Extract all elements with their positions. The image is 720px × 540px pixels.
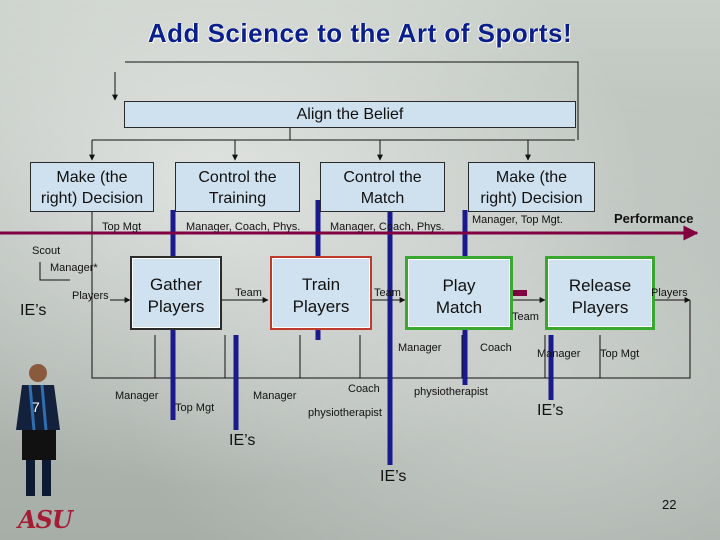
process-gather: Gather Players [130,256,222,330]
decision-line2: right) Decision [40,190,144,207]
decision-sub-topmgt: Top Mgt [102,221,142,233]
decision-line2: right) Decision [480,190,583,207]
page-number: 22 [662,497,677,512]
players-in-label: Players [72,290,109,302]
svg-text:7: 7 [32,399,40,415]
players-out-label: Players [651,287,688,299]
process-line1: Train [301,275,341,294]
decision-box-match: Control the Match [320,162,445,212]
decision-line2: Training [208,190,267,207]
physio-play-label: physiotherapist [414,386,488,398]
asu-logo: ASU [18,505,73,534]
process-train: Train Players [270,256,372,330]
process-line1: Play [442,276,476,295]
process-play: Play Match [405,256,513,330]
topmgt-gather-label: Top Mgt [175,402,215,414]
manager-train-label: Manager [253,390,297,402]
decision-box-topmgt: Make (the right) Decision [30,162,154,212]
team-label-3: Team [512,311,539,323]
slide-title: Add Science to the Art of Sports! [147,18,573,48]
manager-star-label: Manager* [50,262,98,274]
decision-box-training: Control the Training [175,162,300,212]
decision-sub-match: Manager, Coach, Phys. [330,221,445,233]
ies-mid-label: IE’s [229,432,256,449]
decision-sub-release: Manager, Top Mgt. [472,214,563,226]
performance-label: Performance [614,211,694,226]
manager-release-label: Manager [537,348,581,360]
process-release: Release Players [545,256,655,330]
decision-sub-training: Manager, Coach, Phys. [186,221,301,233]
coach-train-label: Coach [348,383,380,395]
process-line2: Players [147,297,205,316]
decision-line1: Make (the [495,169,568,186]
ies-right-label: IE’s [537,402,564,419]
ies-left-label: IE’s [20,302,47,319]
decision-line1: Control the [343,169,422,186]
team-label-1: Team [235,287,262,299]
topmgt-release-label: Top Mgt [600,348,640,360]
process-line1: Gather [150,275,202,294]
decision-line2: Match [360,190,405,207]
ies-bottom-label: IE’s [380,468,407,485]
process-line2: Match [435,298,483,317]
decision-line1: Control the [198,169,277,186]
team-label-2: Team [374,287,401,299]
physio-train-label: physiotherapist [308,407,382,419]
decision-line1: Make (the [56,169,128,186]
process-line2: Players [571,298,629,317]
process-line1: Release [568,276,632,295]
manager-play-label: Manager [398,342,442,354]
process-line2: Players [292,297,350,316]
belief-box: Align the Belief [124,101,576,128]
decision-box-release: Make (the right) Decision [468,162,595,212]
coach-play-label: Coach [480,342,512,354]
scout-label: Scout [32,245,61,257]
manager-gather-label: Manager [115,390,159,402]
